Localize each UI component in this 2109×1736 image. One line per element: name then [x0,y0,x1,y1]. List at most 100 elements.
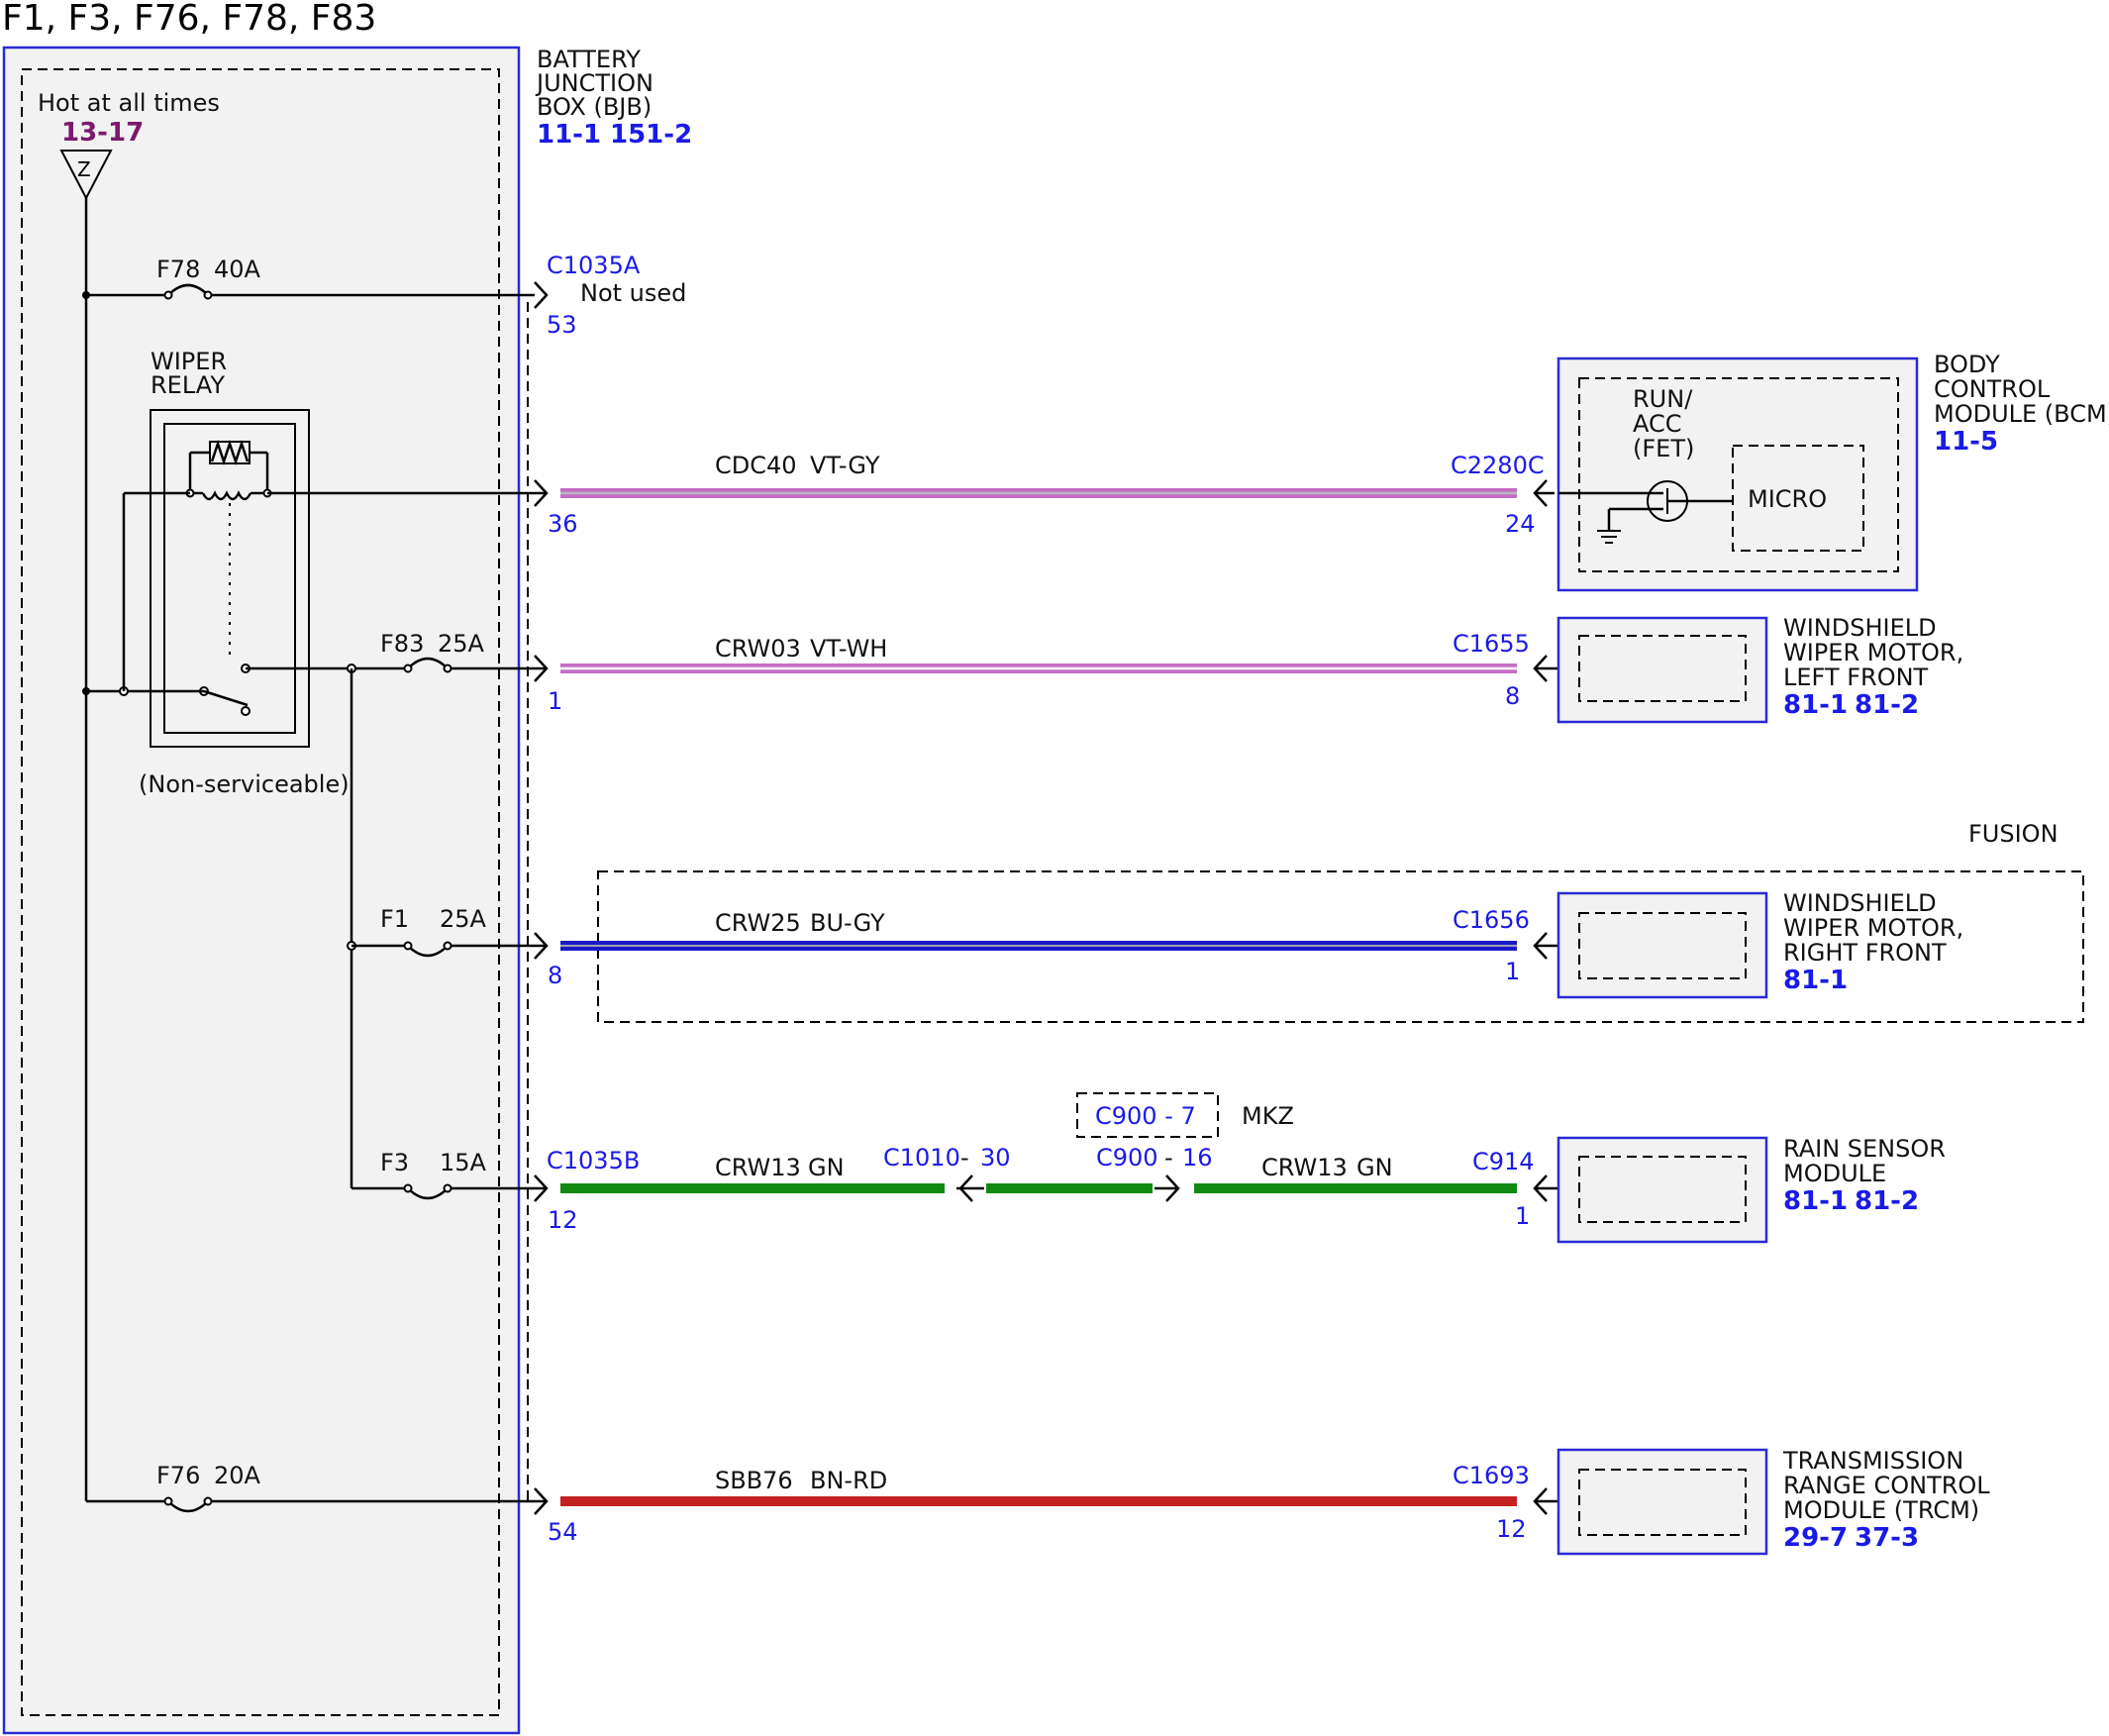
ground-icon [1597,530,1621,544]
bjb-pin-36: 36 [548,510,578,538]
c1693-connector[interactable]: C1693 [1453,1462,1530,1489]
connector-arrow-icon [534,281,549,309]
fuse-f83-rating: 25A [438,630,485,658]
circuit-cdc40[interactable]: CDC40 VT-GY 36 C2280C 24 [534,452,1555,538]
c1010-connector[interactable]: C1010 [883,1144,960,1172]
bcm-pin-24: 24 [1505,510,1536,538]
circuit-crw03-name: CRW03 [715,635,801,663]
c1655-connector[interactable]: C1655 [1453,630,1530,658]
bjb-name-line-2: JUNCTION [535,69,653,97]
relay-outer-box [150,409,310,748]
circuit-crw13[interactable]: C1035B CRW13 GN 12 C1010 - 30 C900 - 16 … [534,1092,1558,1234]
circuit-crw25-color: BU-GY [810,909,885,937]
trcm-name-line-3: MODULE (TRCM) [1783,1496,1979,1524]
rain-sensor-name-line-2: MODULE [1783,1160,1886,1187]
mkz-option-box [1076,1092,1219,1138]
module-wiper-rf[interactable] [1557,891,1768,999]
fuse-f76-rating: 20A [214,1462,261,1489]
wiper-lf-name-line-1: WINDSHIELD [1783,614,1937,642]
module-trcm[interactable] [1557,1448,1768,1556]
diagram-title: F1, F3, F76, F78, F83 [2,0,376,39]
c2280c-connector[interactable]: C2280C [1451,452,1545,479]
fuse-f3-rating: 15A [440,1149,487,1176]
rain-sensor-name-line-1: RAIN SENSOR [1783,1135,1946,1163]
bcm-micro-label: MICRO [1748,485,1827,513]
bjb-outline [2,46,521,1735]
c1035b-connector[interactable]: C1035B [547,1147,640,1174]
bjb-pin-12: 12 [548,1206,578,1234]
hot-ref-link[interactable]: 13-17 [61,118,144,148]
bjb-pin-54: 54 [548,1518,578,1546]
trcm-name-line-2: RANGE CONTROL [1783,1472,1990,1499]
fuse-f78-rating: 40A [214,255,261,283]
wire-sbb76[interactable] [560,1496,1517,1506]
bcm-internal-line-3: (FET) [1633,435,1694,462]
wiper-lf-name-line-2: WIPER MOTOR, [1783,639,1963,666]
wiper-lf-name-line-3: LEFT FRONT [1783,664,1929,691]
circuit-crw13-color-2: GN [1356,1154,1393,1181]
wiper-rf-name-line-3: RIGHT FRONT [1783,939,1947,967]
fet-transistor-icon [1607,480,1733,531]
bcm-name-line-3: MODULE (BCM) [1934,400,2109,428]
c1656-connector[interactable]: C1656 [1453,906,1530,934]
hot-at-all-times-label: Hot at all times [38,89,220,117]
wire-crw13-segment-2[interactable] [986,1183,1153,1193]
c1010-separator: - [960,1144,969,1172]
circuit-cdc40-name: CDC40 [715,452,797,479]
c914-connector[interactable]: C914 [1472,1148,1535,1175]
bjb-name-line-3: BOX (BJB) [537,93,652,121]
relay-name-line-1: WIPER [151,348,227,375]
fuse-f83-name: F83 [380,630,424,658]
circuit-crw03[interactable]: CRW03 VT-WH 1 C1655 8 [534,630,1558,715]
bcm-name-line-1: BODY [1934,351,2000,378]
module-wiper-lf[interactable] [1557,616,1768,724]
circuit-crw13-color: GN [808,1154,845,1181]
mkz-connector-pin[interactable]: C900 - 7 [1095,1102,1196,1130]
circuit-crw25[interactable]: CRW25 BU-GY 8 C1656 1 [534,906,1558,989]
circuit-sbb76[interactable]: SBB76 BN-RD 54 C1693 12 [534,1462,1558,1546]
not-used-text: Not used [580,279,686,307]
bjb-inner-outline [21,68,500,1716]
relay-note: (Non-serviceable) [139,770,350,798]
rain-sensor-pin-1: 1 [1515,1202,1530,1230]
fusion-option-box [597,870,2084,1023]
circuit-crw03-color: VT-WH [810,635,887,663]
circuit-sbb76-name: SBB76 [715,1467,793,1494]
fuse-f1-rating: 25A [440,905,487,933]
power-source-icon: Z [59,150,113,201]
c1035a-pin: 53 [547,311,577,339]
bcm-name-line-2: CONTROL [1934,375,2051,403]
circuit-crw13-name: CRW13 [715,1154,801,1181]
bjb-name-line-1: BATTERY [537,46,641,73]
wiper-rf-pin-1: 1 [1505,958,1520,985]
relay-inner-box [163,423,296,734]
c900-connector[interactable]: C900 [1096,1144,1158,1172]
bcm-ref-1[interactable]: 11-5 [1934,427,1998,457]
trcm-ref-2[interactable]: 37-3 [1855,1523,1919,1553]
fusion-label: FUSION [1968,820,2059,848]
rain-sensor-ref-1[interactable]: 81-1 [1783,1186,1848,1216]
c1010-pin: 30 [980,1144,1011,1172]
wiper-lf-ref-2[interactable]: 81-2 [1855,690,1919,720]
wiper-rf-ref-1[interactable]: 81-1 [1783,966,1848,995]
module-rain-sensor[interactable] [1557,1136,1768,1244]
bjb-ref-2[interactable]: 151-2 [610,120,692,150]
fuse-f76-name: F76 [156,1462,200,1489]
trcm-ref-1[interactable]: 29-7 [1783,1523,1848,1553]
wiper-rf-name-line-1: WINDSHIELD [1783,889,1937,917]
wiper-rf-name-line-2: WIPER MOTOR, [1783,914,1963,942]
fuse-f78-name: F78 [156,255,200,283]
wiper-lf-ref-1[interactable]: 81-1 [1783,690,1848,720]
wire-crw13-segment-1[interactable] [560,1183,945,1193]
source-symbol: Z [77,157,91,181]
wire-crw13-segment-3[interactable] [1194,1183,1517,1193]
trcm-pin-12: 12 [1496,1515,1527,1543]
module-bcm[interactable]: RUN/ ACC (FET) MICRO [1557,357,1919,592]
bcm-internal-line-2: ACC [1633,410,1682,438]
rain-sensor-ref-2[interactable]: 81-2 [1855,1186,1919,1216]
bjb-ref-1[interactable]: 11-1 [537,120,601,150]
fuse-f1-name: F1 [380,905,409,933]
c1035a-connector[interactable]: C1035A [547,252,641,279]
relay-name-line-2: RELAY [151,371,225,399]
